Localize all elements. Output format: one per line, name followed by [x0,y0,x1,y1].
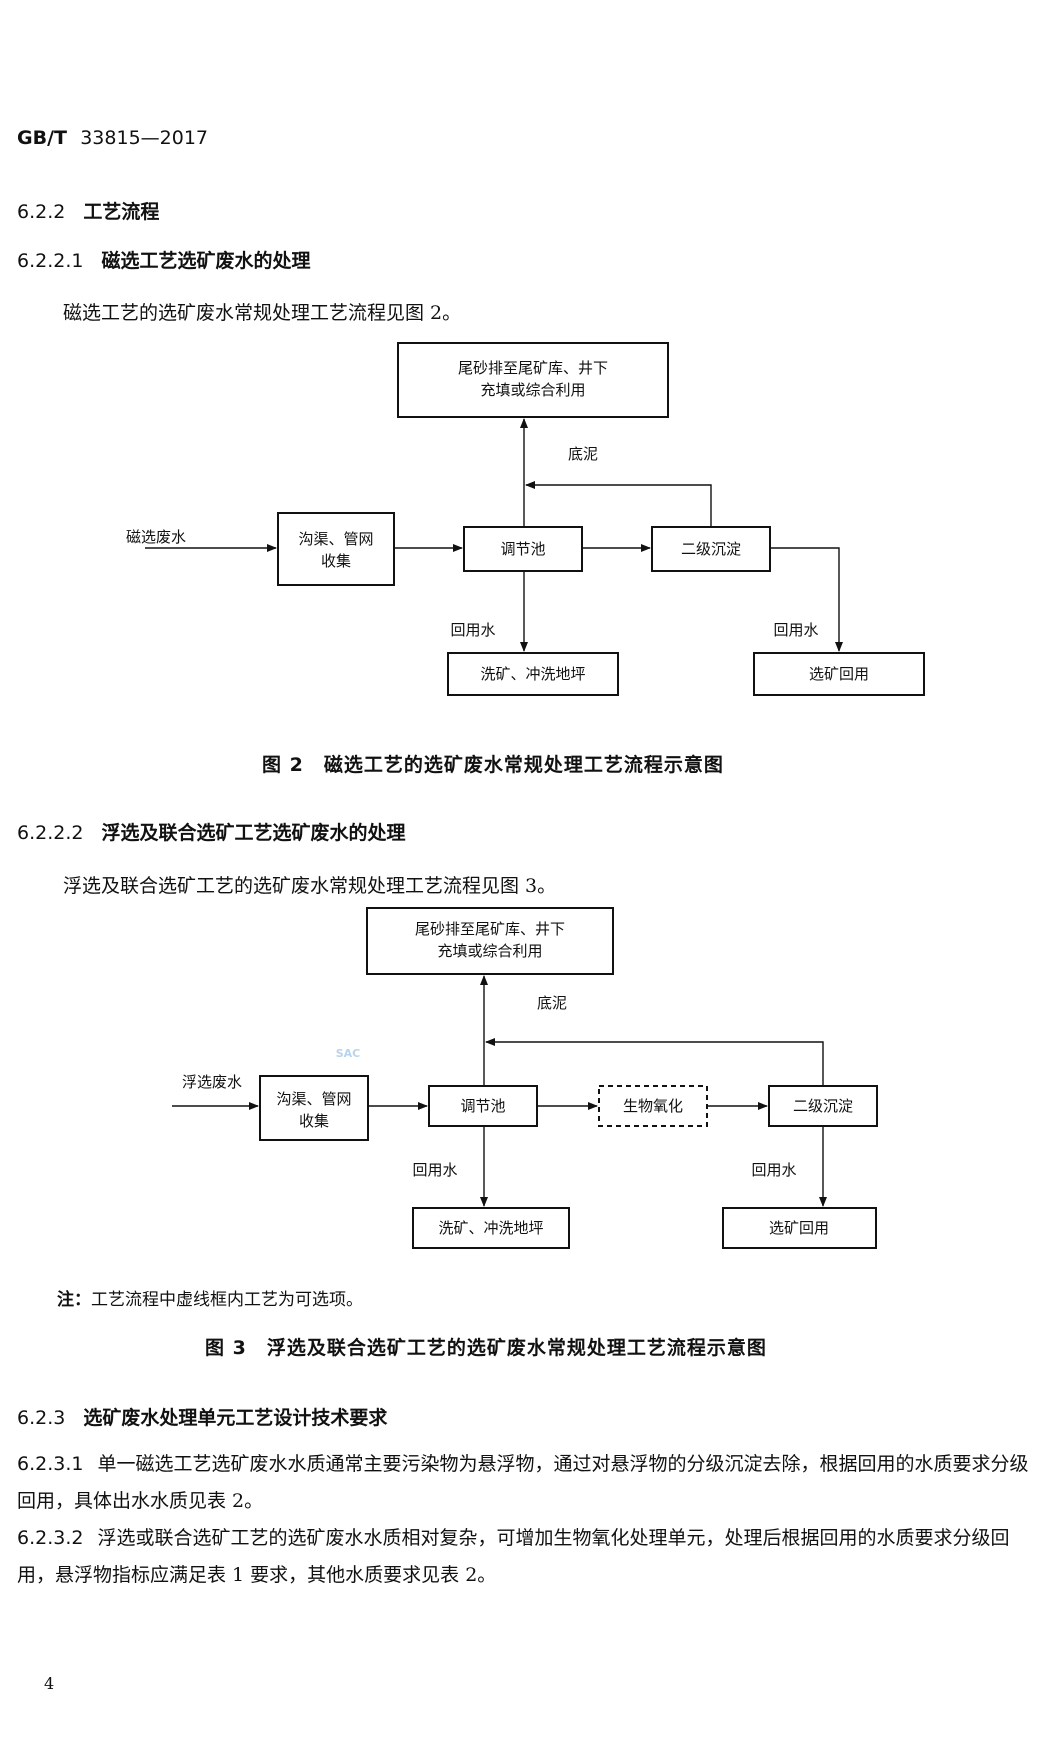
text-collection-line1: 沟渠、管网 [298,530,373,548]
clause-number: 6.2.3.2 [17,1527,84,1549]
section-number: 6.2.2 [17,201,66,223]
box-collection [259,1075,369,1141]
figure3-diagram: SAC 尾砂排至尾矿库、井下 充填或综合利用 底泥 浮选废水 沟渠、管网 收集 … [172,907,878,1249]
clause-text: 单一磁选工艺选矿废水水质通常主要污染物为悬浮物，通过对悬浮物的分级沉淀去除，根据… [17,1453,1029,1512]
figure3-note: 注：工艺流程中虚线框内工艺为可选项。 [57,1285,363,1310]
box-biological-oxidation [598,1085,708,1127]
label-sludge: 底泥 [537,994,567,1012]
figure3-caption: 图 3 浮选及联合选矿工艺的选矿废水常规处理工艺流程示意图 [205,1337,767,1359]
text-regulating-tank: 调节池 [500,540,545,558]
text-tailings-line2: 充填或综合利用 [480,381,585,399]
section-heading-6222: 6.2.2.2 浮选及联合选矿工艺选矿废水的处理 [17,818,406,845]
text-washing-flushing: 洗矿、冲洗地坪 [438,1219,543,1237]
text-secondary-sedimentation: 二级沉淀 [681,540,741,558]
box-washing-flushing [447,652,619,696]
text-washing-flushing: 洗矿、冲洗地坪 [480,665,585,683]
box-washing-flushing [412,1207,570,1249]
section-number: 6.2.3 [17,1407,66,1429]
section-title: 磁选工艺选矿废水的处理 [101,250,311,272]
text-tailings-line2: 充填或综合利用 [437,942,542,960]
standard-number: 33815—2017 [80,127,209,149]
label-sludge: 底泥 [568,445,598,463]
label-input: 浮选废水 [182,1073,242,1091]
section-heading-622: 6.2.2 工艺流程 [17,197,159,224]
figure2-diagram: 尾砂排至尾矿库、井下 充填或综合利用 底泥 磁选废水 沟渠、管网 收集 调节池 … [126,342,925,696]
text-tailings-line1: 尾砂排至尾矿库、井下 [458,359,608,377]
standard-code: GB/T [17,127,67,149]
label-reuse-left: 回用水 [412,1161,457,1179]
label-input: 磁选废水 [126,528,186,546]
section-number: 6.2.2.1 [17,250,84,272]
box-tailings-disposal [397,342,669,418]
clause-text: 浮选或联合选矿工艺的选矿废水水质相对复杂，可增加生物氧化处理单元，处理后根据回用… [17,1527,1010,1586]
arrow-sediment-return [485,1038,824,1086]
text-regulating-tank: 调节池 [460,1097,505,1115]
text-collection-line1: 沟渠、管网 [276,1090,351,1108]
box-secondary-sedimentation [768,1085,878,1127]
section-heading-623: 6.2.3 选矿废水处理单元工艺设计技术要求 [17,1403,387,1430]
box-secondary-sedimentation [651,526,771,572]
section-title: 浮选及联合选矿工艺选矿废水的处理 [101,822,406,844]
box-regulating-tank [428,1085,538,1127]
page-number: 4 [44,1674,55,1693]
section-heading-6221: 6.2.2.1 磁选工艺选矿废水的处理 [17,246,311,273]
section-number: 6.2.2.2 [17,822,84,844]
label-reuse-right: 回用水 [751,1161,796,1179]
note-text: 工艺流程中虚线框内工艺为可选项。 [91,1290,363,1310]
label-reuse-right: 回用水 [773,621,818,639]
box-tailings-disposal [366,907,614,975]
sac-watermark: SAC [336,1047,361,1060]
box-beneficiation-reuse [753,652,925,696]
label-reuse-left: 回用水 [450,621,495,639]
box-beneficiation-reuse [722,1207,877,1249]
standard-header: GB/T 33815—2017 [17,127,208,149]
clause-number: 6.2.3.1 [17,1453,84,1475]
text-beneficiation-reuse: 选矿回用 [769,1219,829,1237]
figure3-intro: 浮选及联合选矿工艺的选矿废水常规处理工艺流程见图 3。 [63,875,557,897]
figure2-caption: 图 2 磁选工艺的选矿废水常规处理工艺流程示意图 [262,754,724,776]
text-tailings-line1: 尾砂排至尾矿库、井下 [415,920,565,938]
section-title: 选矿废水处理单元工艺设计技术要求 [83,1407,388,1429]
arrow-reuse-right [770,547,843,652]
box-regulating-tank [463,526,583,572]
text-collection-line2: 收集 [321,552,351,570]
note-label: 注： [57,1290,91,1310]
text-biological-oxidation: 生物氧化 [623,1097,683,1115]
arrow-sediment-return [525,481,712,527]
figure2-intro: 磁选工艺的选矿废水常规处理工艺流程见图 2。 [63,302,462,324]
text-beneficiation-reuse: 选矿回用 [809,665,869,683]
section-title: 工艺流程 [83,201,160,223]
text-secondary-sedimentation: 二级沉淀 [793,1097,853,1115]
box-collection [277,512,395,586]
text-collection-line2: 收集 [299,1112,329,1130]
